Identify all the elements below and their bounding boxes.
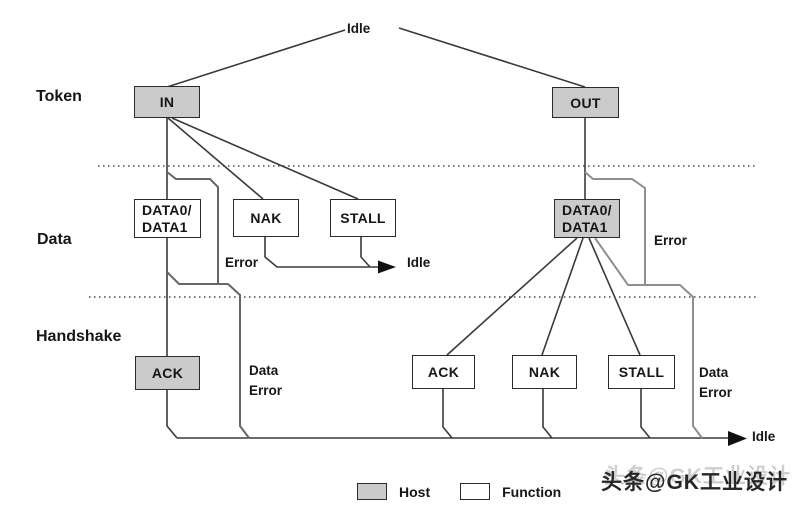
node-in-label: IN [159, 94, 175, 110]
node-in: IN [134, 86, 200, 118]
node-stall-left: STALL [330, 199, 396, 237]
node-data01-right: DATA0/ DATA1 [554, 199, 620, 238]
node-data01-right-line1: DATA0/ [562, 201, 612, 218]
idle-top-label: Idle [347, 21, 371, 36]
node-nak-right: NAK [512, 355, 577, 389]
out-error-path [584, 171, 646, 285]
legend-host-swatch [357, 483, 387, 500]
legend: Host Function [357, 483, 561, 500]
nak-left-exit-line [264, 237, 378, 268]
in-to-stall-line [171, 117, 359, 200]
node-ack-right: ACK [412, 355, 475, 389]
in-to-nak-line [167, 117, 264, 200]
node-data01-right-line2: DATA1 [562, 218, 608, 235]
node-nak-right-label: NAK [528, 364, 561, 380]
node-ack-right-label: ACK [427, 364, 460, 380]
node-data01-left: DATA0/ DATA1 [134, 199, 201, 238]
row-label-token: Token [36, 88, 82, 105]
idle-to-in-line [166, 29, 346, 88]
legend-function-label: Function [502, 483, 562, 500]
node-stall-right: STALL [608, 355, 675, 389]
data-error-left-line2: Error [249, 382, 283, 398]
node-stall-left-label: STALL [340, 210, 386, 226]
data-error-right-path [594, 237, 703, 439]
data-right-to-stall-line [588, 237, 641, 356]
node-out-label: OUT [570, 94, 601, 111]
node-ack-left-label: ACK [151, 365, 184, 381]
node-stall-right-label: STALL [618, 364, 665, 380]
stall-right-exit-line [640, 389, 651, 439]
data-error-left-path [166, 271, 250, 439]
data-right-to-ack-line [446, 237, 578, 356]
node-nak-left: NAK [233, 199, 299, 237]
idle-to-out-line [398, 27, 586, 88]
data-error-left-line1: Data [249, 363, 279, 378]
error-left-label: Error [225, 255, 259, 270]
error-right-label: Error [654, 233, 688, 248]
watermark-text: 头条@GK工业设计 [601, 471, 788, 494]
node-nak-left-label: NAK [250, 210, 282, 226]
node-data01-left-line1: DATA0/ [142, 201, 192, 218]
legend-host-label: Host [399, 483, 431, 500]
data-right-to-nak-line [541, 237, 584, 356]
data-error-right-line2: Error [699, 384, 733, 400]
row-label-handshake: Handshake [36, 328, 122, 345]
idle-bottom-arrow-icon [728, 431, 747, 446]
data-error-left-label: Data Error [249, 361, 282, 400]
idle-mid-label: Idle [407, 255, 431, 270]
data-error-right-line1: Data [699, 365, 729, 380]
idle-mid-arrow-icon [378, 260, 396, 274]
legend-function-swatch [460, 483, 491, 500]
row-label-data: Data [37, 231, 72, 248]
data-error-right-label: Data Error [699, 363, 732, 402]
node-data01-left-line2: DATA1 [142, 218, 188, 235]
ack-right-exit-line [442, 389, 453, 439]
idle-bottom-label: Idle [752, 429, 776, 444]
node-out: OUT [552, 87, 619, 118]
nak-right-exit-line [542, 389, 553, 439]
stall-left-exit-line [360, 237, 371, 268]
in-error-path [166, 171, 219, 284]
node-ack-left: ACK [135, 356, 200, 390]
